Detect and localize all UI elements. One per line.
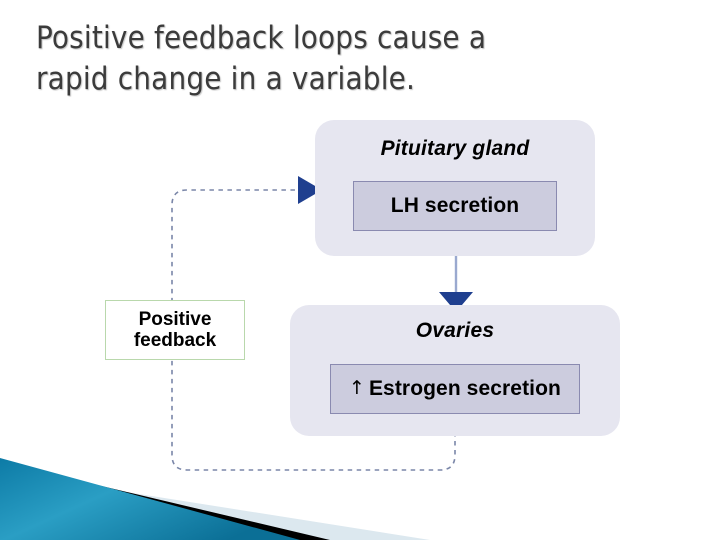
callout-line-2: feedback [133, 330, 217, 351]
callout-positive-feedback[interactable]: Positive feedback [105, 300, 245, 360]
callout-line-1: Positive [138, 308, 212, 330]
arrowhead-right-icon [298, 176, 322, 204]
arrowhead-down-icon [439, 292, 473, 312]
increase-arrow-icon: ↑ [349, 377, 365, 399]
node-estrogen-secretion-label: Estrogen secretion [368, 377, 561, 400]
node-ovaries-title: Ovaries [415, 319, 495, 342]
node-lh-secretion-label: LH secretion [390, 194, 520, 217]
dashed-feedback-path [171, 189, 456, 471]
node-pituitary-title: Pituitary gland [380, 137, 530, 160]
page-title: Positive feedback loops cause a rapid ch… [36, 20, 487, 98]
node-lh-secretion[interactable]: LH secretion [353, 181, 557, 231]
node-estrogen-secretion[interactable]: ↑ Estrogen secretion [330, 364, 580, 414]
